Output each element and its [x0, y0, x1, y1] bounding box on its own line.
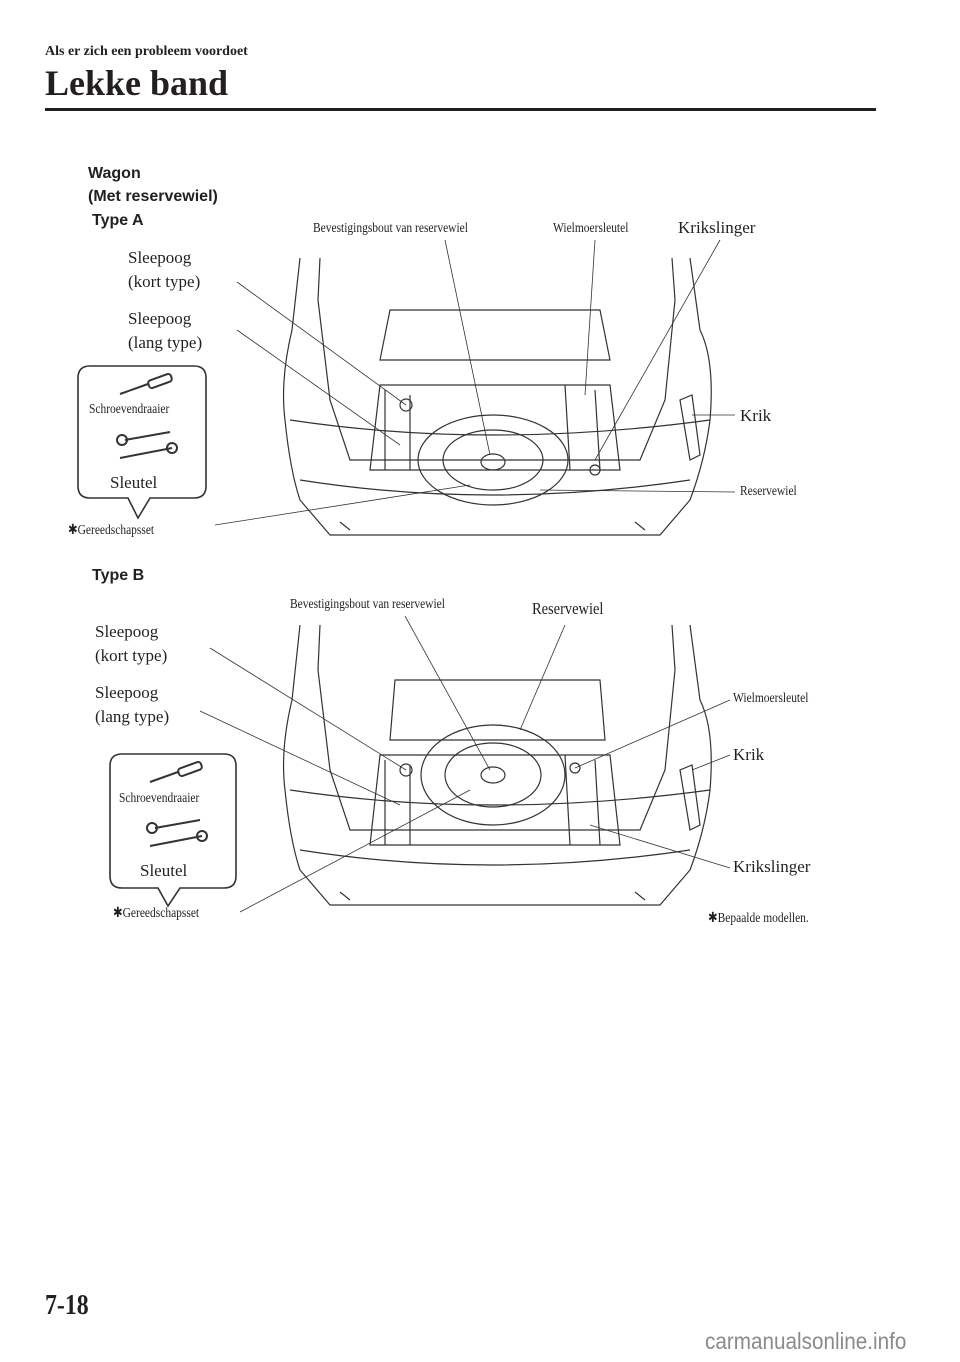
label-bevestigingsbout: Bevestigingsbout van reservewiel [290, 597, 445, 612]
title-rule [45, 108, 876, 111]
asterisk-icon: ✱ [113, 906, 123, 921]
label-reservewiel: Reservewiel [532, 599, 604, 618]
type-a-heading: Type A [92, 212, 144, 229]
label-sleepoog-lang: Sleepoog (lang type) [95, 681, 169, 729]
label-schroevendraaier: Schroevendraaier [89, 402, 170, 417]
variant-label: Wagon [88, 165, 141, 182]
label-line: Sleepoog [95, 683, 159, 702]
label-text: Gereedschapsset [122, 906, 200, 921]
label-reservewiel: Reservewiel [740, 484, 797, 499]
label-sleepoog-lang: Sleepoog (lang type) [128, 307, 202, 355]
label-wielmoersleutel: Wielmoersleutel [553, 221, 629, 236]
screwdriver-icon [149, 760, 203, 783]
label-krik: Krik [733, 745, 765, 764]
watermark: carmanualsonline.info [705, 1328, 907, 1354]
car-type-b [282, 624, 712, 906]
car-type-a [282, 257, 712, 536]
section-header: Als er zich een probleem voordoet [45, 44, 248, 59]
label-line: (kort type) [95, 646, 168, 665]
label-sleutel: Sleutel [110, 473, 158, 492]
label-text: Bepaalde modellen. [717, 911, 809, 926]
page-number: 7-18 [45, 1290, 89, 1321]
variant-note: (Met reservewiel) [88, 188, 218, 205]
label-krikslinger: Krikslinger [678, 218, 756, 237]
label-line: Sleepoog [95, 622, 159, 641]
label-sleepoog-kort: Sleepoog (kort type) [128, 246, 200, 294]
asterisk-icon: ✱ [708, 911, 718, 926]
screwdriver-icon [119, 372, 173, 395]
wrench-icon [146, 819, 208, 847]
wrench-icon [116, 431, 178, 459]
label-sleepoog-kort: Sleepoog (kort type) [95, 620, 167, 668]
toolkit-callouts [77, 365, 237, 908]
label-line: (lang type) [95, 707, 170, 726]
label-gereedschapsset: ✱Gereedschapsset [113, 905, 199, 922]
label-line: (lang type) [128, 333, 203, 352]
label-schroevendraaier: Schroevendraaier [119, 791, 200, 806]
label-bevestigingsbout: Bevestigingsbout van reservewiel [313, 221, 468, 236]
label-gereedschapsset: ✱Gereedschapsset [68, 522, 154, 539]
label-line: Sleepoog [128, 248, 192, 267]
label-sleutel: Sleutel [140, 861, 188, 880]
label-wielmoersleutel: Wielmoersleutel [733, 691, 809, 706]
label-krikslinger: Krikslinger [733, 857, 811, 876]
asterisk-icon: ✱ [68, 523, 78, 538]
footnote-bepaalde-modellen: ✱Bepaalde modellen. [708, 910, 809, 927]
label-text: Gereedschapsset [77, 523, 155, 538]
page-title: Lekke band [45, 63, 229, 103]
type-b-heading: Type B [92, 567, 145, 584]
leader-lines [199, 239, 736, 913]
label-line: Sleepoog [128, 309, 192, 328]
label-line: (kort type) [128, 272, 201, 291]
label-krik: Krik [740, 406, 772, 425]
